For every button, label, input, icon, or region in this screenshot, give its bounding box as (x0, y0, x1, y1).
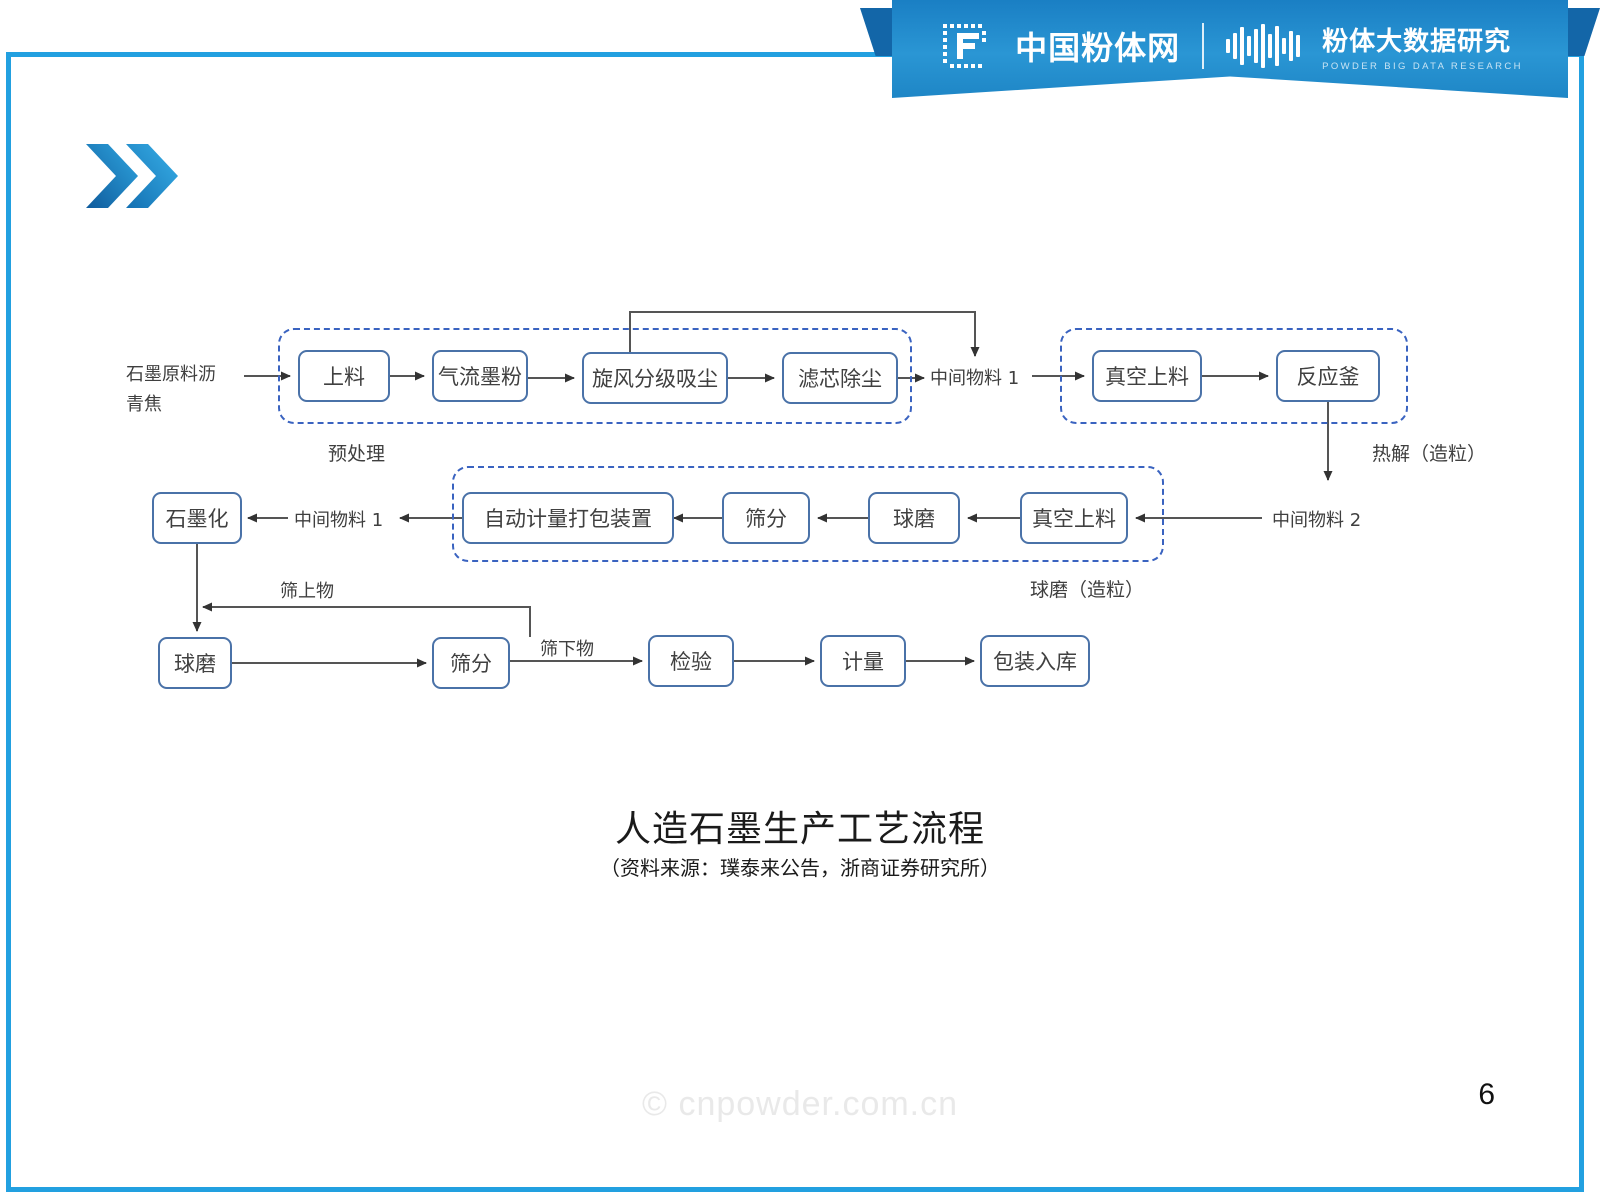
chip-f-logo-icon (937, 18, 993, 74)
flow-node-n_shaifen2[interactable]: 筛分 (432, 637, 510, 689)
brand-secondary-label: 粉体大数据研究 (1322, 26, 1512, 57)
edge-label-l_raw: 石墨原料沥 (126, 364, 216, 385)
edge-label-l_mid1b: 中间物料 1 (294, 510, 384, 531)
watermark-label: © cnpowder.com.cn (641, 1085, 959, 1123)
group-label-g_pyro: 热解（造粒） (1372, 443, 1487, 465)
group-label-g_mill: 球磨（造粒） (1030, 579, 1145, 601)
edge-label-l_over: 筛上物 (280, 581, 334, 602)
flow-node-n_fanyingfu[interactable]: 反应釜 (1276, 350, 1380, 402)
figure-source: （资料来源：璞泰来公告，浙商证券研究所） (600, 856, 1000, 880)
flow-node-n_shaifen1[interactable]: 筛分 (722, 492, 810, 544)
group-g_pre (278, 328, 912, 424)
flow-node-n_qiliu[interactable]: 气流墨粉 (432, 350, 528, 402)
edge-label-l_mid2: 中间物料 2 (1272, 510, 1362, 531)
flow-node-n_baozhuang[interactable]: 包装入库 (980, 635, 1090, 687)
flow-node-n_qiumo2[interactable]: 球磨 (158, 637, 232, 689)
flow-node-n_lvxin[interactable]: 滤芯除尘 (782, 352, 898, 404)
edge-label-l_mid1a: 中间物料 1 (930, 368, 1020, 389)
page-number-label: 6 (1478, 1078, 1495, 1111)
flow-node-n_shangliao[interactable]: 上料 (298, 350, 390, 402)
flow-node-n_shimohua[interactable]: 石墨化 (152, 492, 242, 544)
flow-node-n_xuanfeng[interactable]: 旋风分级吸尘 (582, 352, 728, 404)
edge-label-l_raw2: 青焦 (126, 394, 162, 415)
brand-primary-label: 中国粉体网 (1015, 29, 1181, 67)
double-chevron-right-icon (86, 140, 182, 212)
figure-title: 人造石墨生产工艺流程 (614, 809, 985, 850)
group-g_pyro (1060, 328, 1408, 424)
group-g_mill (452, 466, 1164, 562)
waveform-bars-icon (1226, 24, 1301, 68)
vertical-divider-icon (1202, 23, 1205, 69)
group-label-g_pre: 预处理 (328, 443, 386, 465)
flow-node-n_zhenkong1[interactable]: 真空上料 (1092, 350, 1202, 402)
header-ribbon: 中国粉体网 粉体大数据研究 POWDER BIG DATA RESEARCH (860, 0, 1600, 104)
brand-secondary-en-label: POWDER BIG DATA RESEARCH (1322, 60, 1523, 72)
flow-node-n_qiumo1[interactable]: 球磨 (868, 492, 960, 544)
flow-node-n_jianyan[interactable]: 检验 (648, 635, 734, 687)
flow-node-n_zidong[interactable]: 自动计量打包装置 (462, 492, 674, 544)
flow-node-n_zhenkong2[interactable]: 真空上料 (1020, 492, 1128, 544)
edge-label-l_under: 筛下物 (540, 639, 594, 660)
flow-node-n_jiliang[interactable]: 计量 (820, 635, 906, 687)
